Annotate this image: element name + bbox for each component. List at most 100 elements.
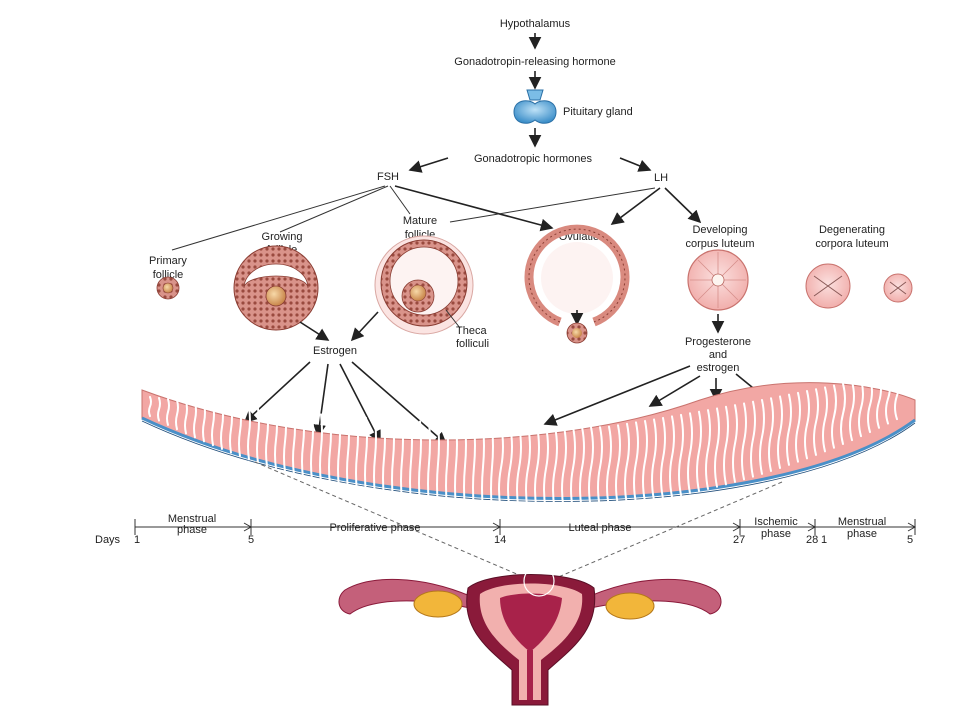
lh-arrow-ovulation xyxy=(610,187,661,225)
endometrial-gland xyxy=(786,393,792,466)
day-1-label: 1 xyxy=(134,534,140,546)
degenerating-cl-label-1: Degenerating xyxy=(819,224,885,236)
endometrial-gland xyxy=(427,420,431,506)
developing-corpus-luteum-icon xyxy=(687,249,749,311)
endometrial-gland xyxy=(148,395,152,418)
endometrial-gland xyxy=(220,403,224,450)
endometrial-gland xyxy=(651,418,657,502)
ischemic-phase-label-1: Ischemic xyxy=(754,516,798,528)
endometrial-gland xyxy=(552,425,558,512)
mature-follicle-icon xyxy=(374,235,474,335)
arrow-prog-1 xyxy=(543,365,691,426)
endometrial-gland xyxy=(831,384,837,449)
endometrial-gland xyxy=(543,425,549,512)
endometrial-gland xyxy=(768,397,774,473)
endometrial-glands xyxy=(148,370,900,513)
endometrial-gland xyxy=(175,399,179,431)
endometrial-gland xyxy=(840,382,846,445)
day-5-label: 5 xyxy=(248,534,254,546)
endometrial-gland xyxy=(319,413,323,484)
hypothalamus-label: Hypothalamus xyxy=(500,18,571,30)
arrow-estrogen-3 xyxy=(339,363,381,444)
endometrial-gland xyxy=(858,378,864,438)
endometrial-gland xyxy=(229,404,233,454)
endometrial-gland xyxy=(570,425,576,511)
endometrial-gland xyxy=(256,407,260,464)
endometrial-gland xyxy=(642,419,648,503)
endometrial-gland xyxy=(292,411,296,476)
endometrial-gland xyxy=(588,426,594,510)
endometrial-gland xyxy=(894,370,900,421)
lh-line-mature xyxy=(449,187,656,223)
menstrual-phase-1-label-2: phase xyxy=(177,524,207,536)
endometrial-gland xyxy=(328,414,332,487)
endometrial-gland xyxy=(876,374,882,429)
progesterone-label-1: Progesterone xyxy=(685,336,751,348)
endometrial-gland xyxy=(534,425,540,512)
fsh-arrow-ovulation xyxy=(394,185,554,232)
progesterone-label-2: and xyxy=(709,349,727,361)
endometrial-gland xyxy=(373,417,377,497)
endometrial-gland xyxy=(166,398,170,426)
endometrial-gland xyxy=(310,412,314,482)
lh-label: LH xyxy=(654,172,668,184)
endometrial-gland xyxy=(714,407,720,488)
luteal-phase-label: Luteal phase xyxy=(569,522,632,534)
endometrial-gland xyxy=(364,416,368,495)
fsh-line-mature xyxy=(389,185,411,215)
endometrial-gland xyxy=(238,405,242,458)
zoom-line-left xyxy=(254,461,527,579)
endometrial-gland xyxy=(454,422,458,509)
growing-follicle-label-1: Growing xyxy=(262,231,303,243)
day-28-label: 28 xyxy=(806,534,818,546)
zoom-line-right xyxy=(555,481,783,579)
endometrial-gland xyxy=(624,422,630,506)
arrow-mature-estrogen xyxy=(350,311,379,342)
endometrial-gland xyxy=(687,412,693,495)
arrow-growing-estrogen xyxy=(299,321,330,341)
endometrial-gland xyxy=(615,424,621,507)
theca-label-1: Theca xyxy=(456,325,487,337)
uterus-illustration xyxy=(338,565,722,706)
mature-follicle-label-1: Mature xyxy=(403,215,437,227)
endometrial-gland xyxy=(516,424,522,512)
fsh-label: FSH xyxy=(377,171,399,183)
ovulation-follicle-icon xyxy=(524,224,630,344)
endometrial-gland xyxy=(157,396,161,422)
endometrial-gland xyxy=(265,408,269,467)
fsh-line-primary xyxy=(171,185,386,251)
endometrial-gland xyxy=(184,400,188,435)
endometrial-gland xyxy=(561,425,567,512)
day-5b-label: 5 xyxy=(907,534,913,546)
timeline xyxy=(134,519,917,535)
menstrual-phase-1-label-1: Menstrual xyxy=(168,513,216,525)
menstrual-phase-2-label-1: Menstrual xyxy=(838,516,886,528)
theca-pointer xyxy=(445,309,461,329)
day-27-label: 27 xyxy=(733,534,745,546)
arrow-estrogen-1 xyxy=(243,361,311,424)
endometrial-gland xyxy=(885,372,891,425)
endometrial-gland xyxy=(705,409,711,490)
fsh-line-growing xyxy=(279,185,389,233)
arrow-prog-2 xyxy=(648,375,701,407)
gonadotropic-label: Gonadotropic hormones xyxy=(474,153,593,165)
lh-arrow-corpus-luteum xyxy=(664,187,702,224)
endometrial-gland xyxy=(274,409,278,470)
endometrial-gland xyxy=(660,416,666,500)
endometrial-gland xyxy=(337,414,341,489)
endometrial-gland xyxy=(409,419,413,504)
menstrual-phase-2-label-2: phase xyxy=(847,528,877,540)
estrogen-label: Estrogen xyxy=(313,345,357,357)
endometrial-gland xyxy=(391,418,395,501)
developing-cl-label-2: corpus luteum xyxy=(685,238,754,250)
endometrial-gland xyxy=(355,416,359,493)
endometrial-gland xyxy=(507,424,513,512)
endometrial-gland xyxy=(301,411,305,479)
endometrial-gland xyxy=(795,391,801,463)
endometrial-gland xyxy=(606,425,612,508)
endometrial-gland xyxy=(498,424,504,512)
progesterone-label-3: estrogen xyxy=(697,362,740,374)
endometrial-gland xyxy=(525,424,531,513)
arrow-to-lh xyxy=(619,157,652,172)
